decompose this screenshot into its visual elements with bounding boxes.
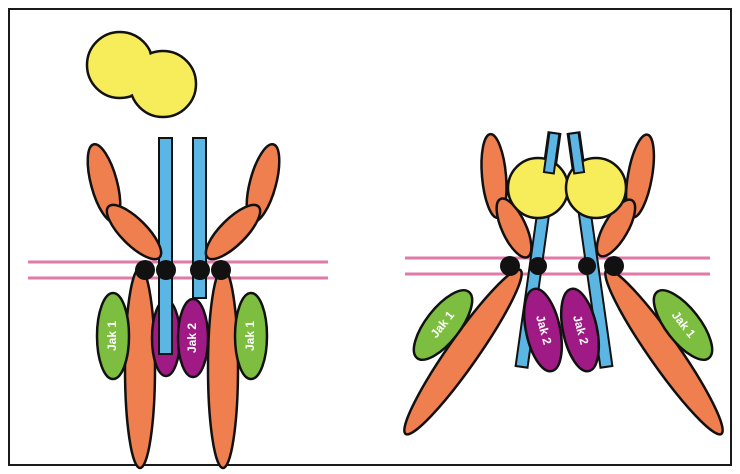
right-receptor-intracellular	[393, 261, 733, 442]
receptor-tail-right	[208, 268, 238, 468]
tm-node-4	[604, 256, 624, 276]
right-ligand	[508, 158, 626, 218]
left-complex: Jak 2 Jak 1 Jak 1	[28, 32, 328, 468]
receptor-arm-right-lower	[198, 197, 267, 266]
left-receptor-intracellular	[125, 268, 238, 468]
right-complex: Jak 2 Jak 2	[393, 132, 733, 442]
left-ligand	[87, 32, 196, 117]
tm-node-2	[156, 260, 176, 280]
receptor-tail-left	[125, 268, 155, 468]
tm-node-2	[529, 257, 547, 275]
jak2-label: Jak 2	[185, 323, 199, 353]
tm-node-3	[578, 257, 596, 275]
left-membrane	[28, 262, 328, 278]
tm-node-4	[211, 260, 231, 280]
left-receptor-extracellular	[81, 141, 286, 267]
coreceptor-front-right	[569, 132, 584, 173]
right-membrane	[405, 258, 710, 274]
tm-node-1	[135, 260, 155, 280]
jak1-right-label: Jak 1	[243, 321, 257, 351]
coreceptor-bar-left	[159, 138, 172, 354]
right-coreceptor-front	[544, 132, 584, 173]
jak1-left-label: Jak 1	[105, 321, 119, 351]
ligand-lobe-left	[508, 158, 568, 218]
tm-node-3	[190, 260, 210, 280]
ligand-fill-overlap	[89, 34, 152, 97]
tm-node-1	[500, 256, 520, 276]
